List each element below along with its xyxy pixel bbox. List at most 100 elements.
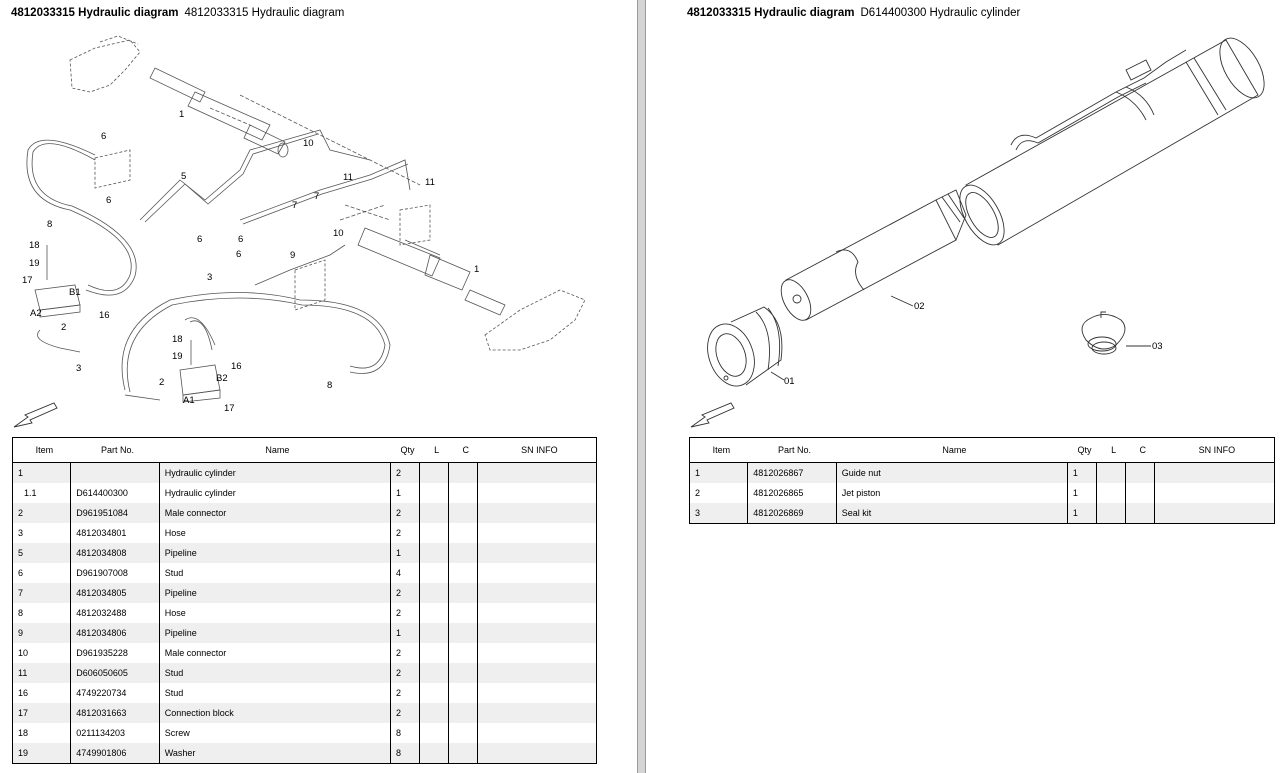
part-number-cell: D961951084 [70,503,160,523]
c-cell [1125,503,1155,524]
callout: 19 [29,258,40,269]
right-header-title: D614400300 Hydraulic cylinder [860,7,1021,19]
callout: 6 [236,249,241,260]
callout: B1 [69,287,81,298]
part-number-cell: 4749220734 [70,683,160,703]
l-cell [419,563,449,583]
callout: 1 [474,264,479,275]
c-cell [448,743,478,764]
callout: 6 [101,131,106,142]
callout: 03 [1152,341,1163,352]
l-cell [419,503,449,523]
l-cell [1096,483,1126,503]
callout: 6 [106,195,111,206]
column-header: Name [159,437,391,463]
sn-info-cell [477,703,597,723]
callout: 8 [47,219,52,230]
l-cell [419,623,449,643]
c-cell [448,663,478,683]
page-divider [637,0,646,773]
sn-info-cell [477,743,597,764]
l-cell [419,543,449,563]
name-cell: Hose [158,603,391,623]
name-cell: Stud [158,563,391,583]
qty-cell: 2 [389,703,420,723]
callout: A2 [30,308,42,319]
right-header-code: 4812033315 Hydraulic diagram [687,7,855,19]
column-header: SN INFO [477,437,597,463]
callout: 10 [333,228,344,239]
c-cell [448,603,478,623]
left-header-title: 4812033315 Hydraulic diagram [184,7,345,19]
c-cell [448,703,478,723]
callout-labels: 1 6 10 5 7 11 6 7 11 8 6 10 6 18 19 6 9 … [22,109,479,414]
callout: 18 [172,334,183,345]
callout: A1 [183,395,195,406]
sn-info-cell [477,503,597,523]
part-number-cell: 4812034806 [70,623,160,643]
direction-arrow-icon [690,402,735,428]
part-number-cell: 0211134203 [70,723,160,743]
part-number-cell: 4812034801 [70,523,160,543]
name-cell: Hydraulic cylinder [158,462,391,483]
callout: 18 [29,240,40,251]
part-number-cell: D961907008 [70,563,160,583]
sn-info-cell [477,543,597,563]
column-header: Item [688,437,748,463]
sn-info-cell [477,683,597,703]
callout: 19 [172,351,183,362]
qty-cell: 1 [389,483,420,503]
part-number-cell: 4812034808 [70,543,160,563]
item-cell: 17 [11,703,71,723]
callout: 5 [181,171,186,182]
table-header-row: Item Part No. Name Qty L C SN INFO [11,437,597,463]
callout: 01 [784,376,795,387]
callout: 17 [22,275,33,286]
qty-cell: 8 [389,723,420,743]
callout: 11 [343,172,353,183]
callout: 8 [327,380,332,391]
name-cell: Screw [158,723,391,743]
part-number-cell: 4812032488 [70,603,160,623]
sn-info-cell [1154,483,1275,503]
qty-cell: 2 [389,503,420,523]
column-header: C [448,437,478,463]
name-cell: Pipeline [158,583,391,603]
callout: 6 [238,234,243,245]
name-cell: Hose [158,523,391,543]
item-cell: 2 [688,483,748,503]
c-cell [448,563,478,583]
item-cell: 8 [11,603,71,623]
qty-cell: 2 [389,683,420,703]
l-cell [419,683,449,703]
callout: 16 [231,361,242,372]
name-cell: Stud [158,663,391,683]
c-cell [448,583,478,603]
sn-info-cell [477,643,597,663]
sn-info-cell [477,623,597,643]
column-header: Name [836,437,1068,463]
column-header: SN INFO [1154,437,1275,463]
item-cell: 7 [11,583,71,603]
sn-info-cell [1154,503,1275,524]
callout: 2 [61,322,66,333]
item-cell: 18 [11,723,71,743]
c-cell [448,623,478,643]
sn-info-cell [477,723,597,743]
sn-info-cell [477,523,597,543]
item-cell: 9 [11,623,71,643]
name-cell: Jet piston [835,483,1068,503]
